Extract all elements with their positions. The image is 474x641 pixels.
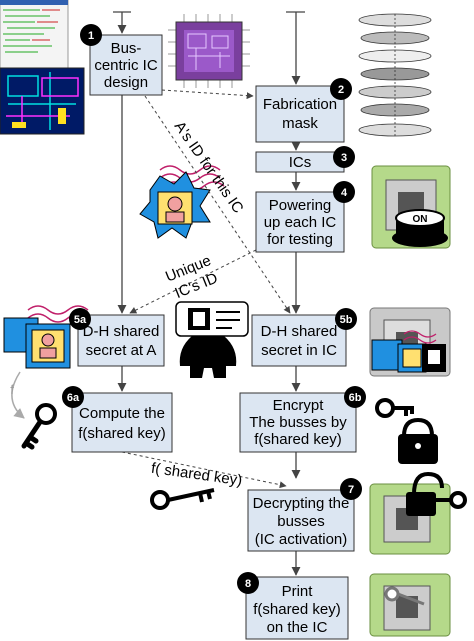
mask-layers-image (358, 13, 432, 137)
id-card-person-image (175, 301, 249, 378)
step-5a: D-H shared secret at A 5a (69, 308, 165, 367)
step-4: Powering up each IC for testing 4 (255, 181, 355, 253)
step-7-line-1: Decrypting the (253, 495, 350, 512)
svg-text:7: 7 (348, 484, 354, 496)
step-6a-badge: 6a (62, 386, 84, 408)
svg-text:8: 8 (245, 578, 251, 590)
step-1-line-2: centric IC (94, 57, 158, 74)
step-2-line-1: Fabrication (263, 96, 337, 113)
step-6b-line-1: Encrypt (273, 397, 325, 414)
step-3-line-1: ICs (289, 154, 312, 171)
step-1-badge: 1 (80, 24, 102, 46)
layout-screenshot-image (0, 67, 85, 135)
chip-die-image (168, 14, 250, 88)
f-shared-key-label: f( shared key) (150, 460, 243, 490)
step-5a-badge: 5a (69, 308, 91, 330)
step-1-line-3: design (104, 74, 148, 91)
stamp-image-5a (3, 305, 89, 369)
chip-open-lock-image (369, 471, 467, 555)
step-5b: D-H shared secret in IC 5b (251, 308, 357, 367)
step-4-line-2: up each IC (264, 214, 337, 231)
step-7: Decrypting the busses (IC activation) 7 (247, 478, 362, 552)
step-7-line-3: (IC activation) (255, 531, 348, 548)
step-6b-line-3: f(shared key) (254, 431, 342, 448)
key-icon-6a (21, 403, 57, 450)
chip-stamp-image-5b (369, 307, 451, 377)
step-1: Bus- centric IC design 1 (80, 24, 163, 96)
step-6a-line-2: f(shared key) (78, 425, 166, 442)
step-5a-line-2: secret at A (86, 342, 157, 359)
step-1-line-1: Bus- (111, 40, 142, 57)
connectors (11, 11, 305, 576)
step-6b: Encrypt The busses by f(shared key) 6b (239, 386, 366, 453)
key-lock-icon-6b (375, 398, 438, 464)
step-5b-line-1: D-H shared (261, 323, 338, 340)
step-2-badge: 2 (330, 78, 352, 100)
step-6b-badge: 6b (344, 386, 366, 408)
svg-text:6b: 6b (349, 392, 362, 404)
key-icon-shared (150, 488, 215, 510)
step-7-line-2: busses (277, 513, 325, 530)
step-5b-badge: 5b (335, 308, 357, 330)
step-4-line-1: Powering (269, 197, 332, 214)
svg-text:5b: 5b (340, 314, 353, 326)
chip-printed-key-image (369, 573, 451, 637)
step-3: ICs 3 (255, 146, 355, 173)
svg-text:5a: 5a (74, 314, 87, 326)
step-8: Print f(shared key) on the IC 8 (237, 572, 349, 640)
step-4-badge: 4 (333, 181, 355, 203)
step-6a: Compute the f(shared key) 6a (62, 386, 173, 453)
svg-text:2: 2 (338, 84, 344, 96)
step-8-line-1: Print (282, 583, 314, 600)
step-2: Fabrication mask 2 (255, 78, 352, 143)
f-label: f (10, 382, 14, 397)
step-5a-line-1: D-H shared (83, 323, 160, 340)
step-8-badge: 8 (237, 572, 259, 594)
svg-text:1: 1 (88, 30, 94, 42)
step-8-line-3: on the IC (267, 619, 328, 636)
stamp-image (139, 165, 225, 239)
step-3-badge: 3 (333, 146, 355, 168)
code-editor-image (0, 0, 69, 69)
step-4-line-3: for testing (267, 231, 333, 248)
svg-text:3: 3 (341, 152, 347, 164)
svg-text:6a: 6a (67, 392, 80, 404)
on-button-label: ON (413, 214, 428, 225)
svg-text:4: 4 (341, 187, 348, 199)
step-8-line-2: f(shared key) (253, 601, 341, 618)
step-6b-line-2: The busses by (249, 414, 347, 431)
step-6a-line-1: Compute the (79, 405, 165, 422)
step-5b-line-2: secret in IC (261, 342, 337, 359)
step-7-badge: 7 (340, 478, 362, 500)
powered-chip-image: ON (371, 165, 451, 249)
step-2-line-2: mask (282, 115, 318, 132)
